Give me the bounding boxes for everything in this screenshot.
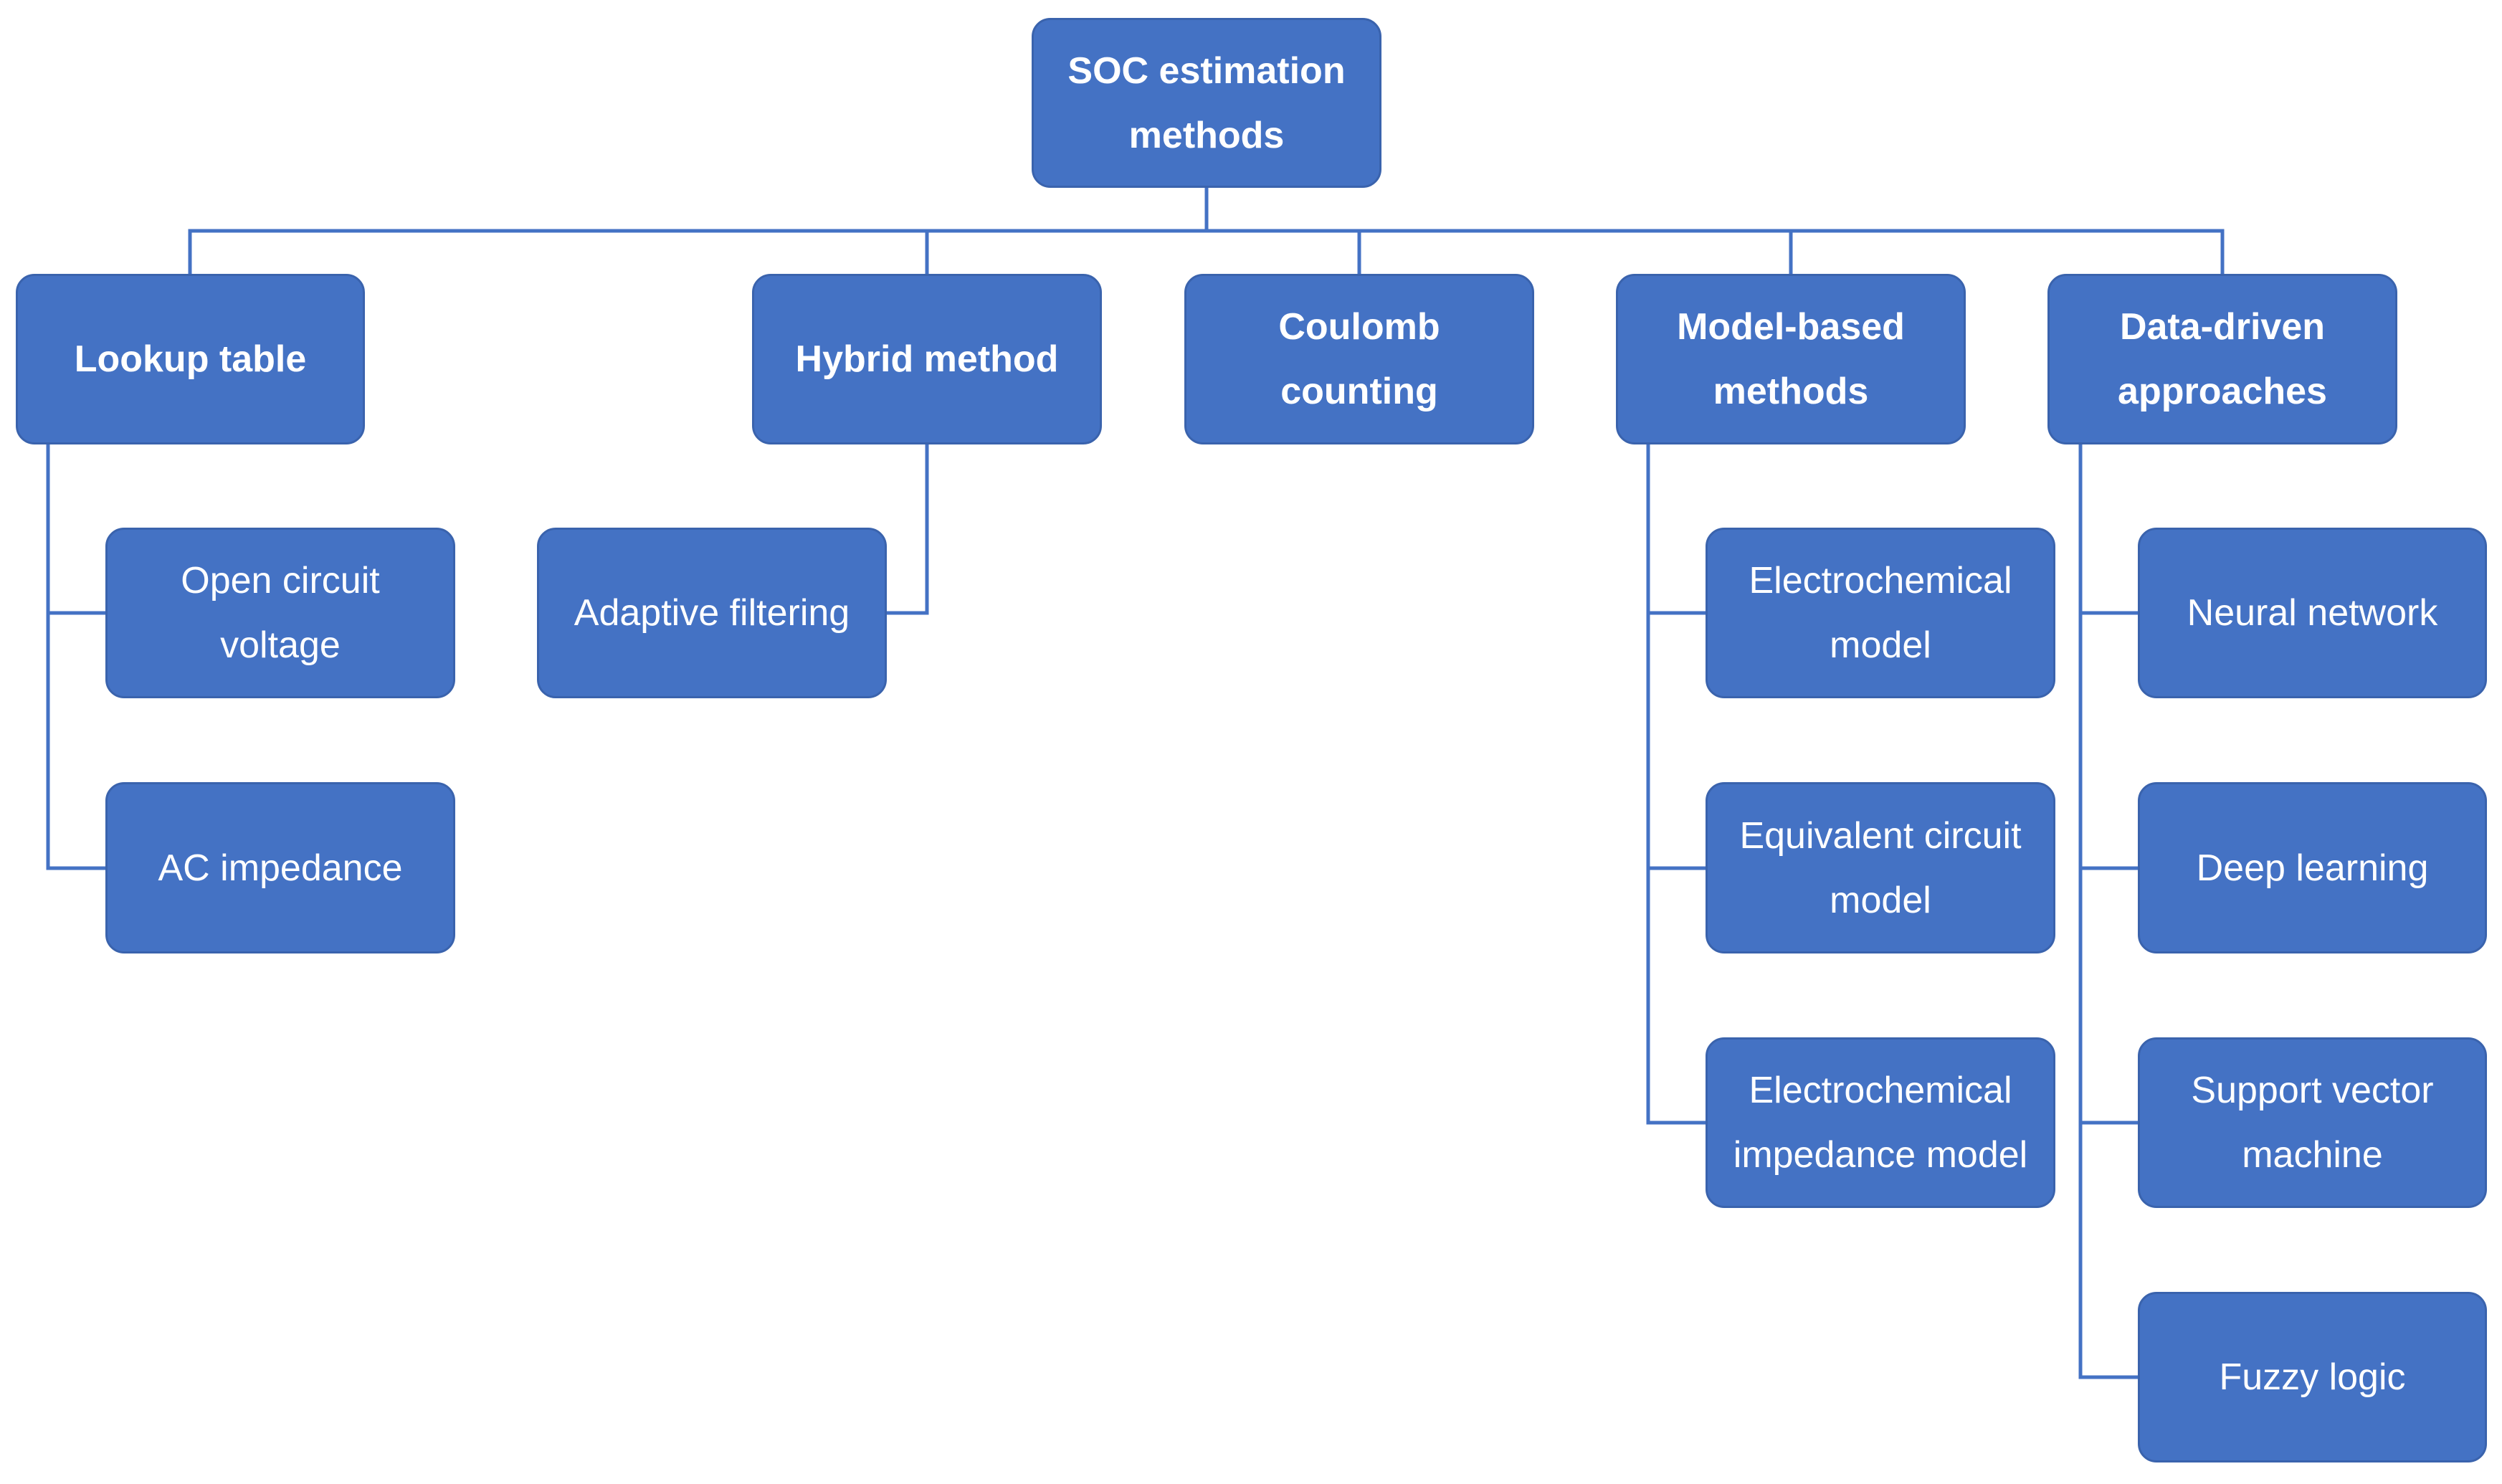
- method-node-ac-impedance: AC impedance: [105, 782, 455, 953]
- category-node-data-driven-approaches: Data-driven approaches: [2047, 274, 2397, 444]
- category-node-coulomb-counting: Coulomb counting: [1184, 274, 1534, 444]
- method-node-adaptive-filtering: Adaptive filtering: [537, 528, 887, 698]
- method-node-fuzzy-logic: Fuzzy logic: [2138, 1292, 2487, 1462]
- category-node-lookup-table: Lookup table: [16, 274, 365, 444]
- method-node-support-vector-machine: Support vector machine: [2138, 1037, 2487, 1208]
- category-node-hybrid-method: Hybrid method: [752, 274, 1102, 444]
- category-node-model-based-methods: Model-based methods: [1616, 274, 1966, 444]
- method-node-electrochemical-impedance-model: Electrochemical impedance model: [1706, 1037, 2055, 1208]
- method-node-equivalent-circuit-model: Equivalent circuit model: [1706, 782, 2055, 953]
- method-node-neural-network: Neural network: [2138, 528, 2487, 698]
- method-node-deep-learning: Deep learning: [2138, 782, 2487, 953]
- method-node-open-circuit-voltage: Open circuit voltage: [105, 528, 455, 698]
- method-node-electrochemical-model: Electrochemical model: [1706, 528, 2055, 698]
- root-node-soc-estimation-methods: SOC estimation methods: [1032, 18, 1381, 188]
